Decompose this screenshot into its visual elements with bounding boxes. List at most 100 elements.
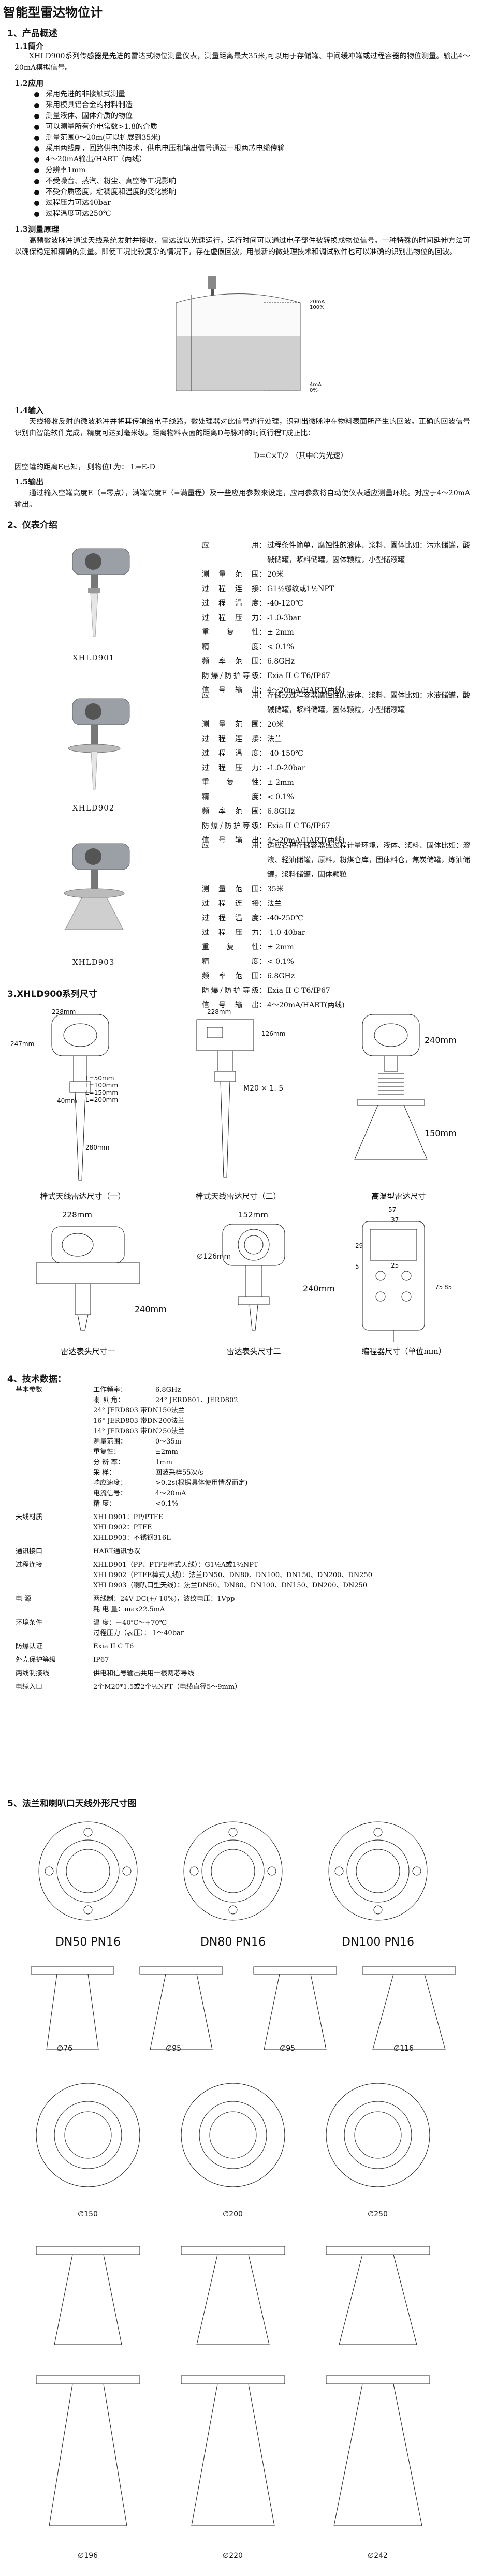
tech-line-key: 电流信号： (93, 1490, 127, 1497)
tech-line-key: 采 样： (93, 1469, 116, 1477)
spec-key: 测量范围 (202, 570, 259, 579)
spec-colon: ： (259, 972, 266, 980)
spec-row: 精 度：< 0.1% (202, 790, 471, 804)
spec-key: 过程温度 (202, 599, 259, 608)
spec-key: 重 复 性 (202, 628, 259, 637)
spec-value: 4～20mA/HART(两线) (267, 1001, 345, 1009)
spec-row: 过程温度：-40-120℃ (202, 596, 471, 611)
tech-line-value: 16° JERD803 带DN200法兰 (93, 1417, 185, 1425)
tech-line-value: HART通讯协议 (93, 1548, 140, 1555)
tech-group-label: 通讯接口 (16, 1548, 43, 1555)
tank-bottom-label: 4mA 0% (310, 382, 322, 393)
xhld901-caption: XHLD901 (72, 653, 115, 663)
tech-group: 两线制接线供电和信号输出共用一根两芯导线 (16, 1669, 471, 1679)
tank-diagram (176, 276, 301, 391)
tech-line-value: 温 度：－40℃～+70℃ (93, 1619, 167, 1627)
spec-colon: ： (259, 885, 266, 893)
spec-colon: ： (259, 807, 266, 816)
xhld902-image (68, 698, 130, 790)
d3-height-2: 150mm (425, 1128, 457, 1138)
spec-key: 防爆/防护等级 (202, 822, 259, 830)
d2-width: 228mm (207, 1008, 231, 1015)
tech-line: 分 辨 率：1mm (93, 1458, 471, 1468)
spec-value: ± 2mm (267, 943, 294, 951)
intro-paragraph: XHLD900系列传感器是先进的雷达式物位测量仪表，测量距离最大35米,可以用于… (14, 52, 470, 72)
spec-value: 6.8GHz (267, 807, 295, 816)
spec-colon: ： (259, 958, 266, 966)
spec-key: 测量范围 (202, 720, 259, 729)
spec-row: 防爆/防护等级：Exia II C T6/IP67 (202, 669, 471, 683)
tech-line-value: XHLD903：不锈钢316L (93, 1534, 171, 1542)
spec-key: 过程压力 (202, 764, 259, 772)
xhld903-image (64, 843, 130, 930)
flange-phi-250: ∅250 (368, 2210, 388, 2218)
tech-line-key: 响应速度： (93, 1479, 127, 1487)
input-paragraph: 天线接收反射的微波脉冲并将其传输给电子线路，微处理器对此信号进行处理，识别出微脉… (14, 418, 470, 437)
spec-key: 过程连接 (202, 585, 259, 593)
spec-row: 过程压力：-1.0-20bar (202, 761, 471, 775)
tech-line: 两线制：24V DC(+/-10%)，波纹电压：1Vpp (93, 1594, 471, 1605)
spec-row: 过程压力：-1.0-40bar (202, 925, 471, 940)
tech-line: 供电和信号输出共用一根两芯导线 (93, 1669, 471, 1679)
principle-paragraph: 高频微波脉冲通过天线系统发射并接收，雷达波以光速运行，运行时间可以通过电子部件被… (14, 237, 470, 256)
spec-row: 频率范围：6.8GHz (202, 654, 471, 669)
tech-line: 耗 电 量：max22.5mA (93, 1605, 471, 1615)
spec-key: 精 度 (202, 958, 259, 966)
programmer-drawing (362, 1221, 425, 1342)
spec-key: 测量范围 (202, 885, 259, 893)
tech-line: IP67 (93, 1655, 471, 1666)
xhld902-specs: 应 用：存储或过程容器腐蚀性的液体、浆料、固体比如：水液储罐，酸碱储罐，浆料储罐… (202, 688, 471, 848)
tech-line-value: 供电和信号输出共用一根两芯导线 (93, 1670, 195, 1677)
spec-row: 过程连接：G1½螺纹或1½NPT (202, 582, 471, 596)
xhld901-image (72, 548, 130, 637)
spec-colon: ： (259, 541, 266, 550)
tech-group-label: 外壳保护等级 (16, 1656, 56, 1664)
tech-line-value: 0～35m (155, 1438, 182, 1446)
tech-line-value: Exia II C T6 (93, 1643, 134, 1651)
tech-line: 响应速度：>0.2s(根据具体使用情况而定) (93, 1478, 471, 1489)
spec-value: 存储或过程容器腐蚀性的液体、浆料、固体比如：水液储罐，酸碱储罐，浆料储罐，固体颗… (267, 691, 470, 714)
spec-row: 防爆/防护等级：Exia II C T6/IP67 (202, 983, 471, 998)
spec-key: 过程连接 (202, 900, 259, 908)
section-5-heading: 5、法兰和喇叭口天线外形尺寸图 (7, 1799, 137, 1809)
spec-value: 过程条件简单，腐蚀性的液体、浆料、固体比如：污水储罐，酸碱储罐，浆料储罐，固体颗… (267, 541, 470, 564)
flange-row-1 (38, 1821, 428, 1921)
tech-line: XHLD903（喇叭口型天线）：法兰DN50、DN80、DN100、DN150、… (93, 1581, 471, 1591)
tech-line: 24° JERD803 带DN150法兰 (93, 1406, 471, 1416)
tech-line: Exia II C T6 (93, 1642, 471, 1652)
tech-line-value: 回波采样55次/s (155, 1469, 203, 1477)
horn-phi-1: ∅76 (57, 2044, 73, 2053)
spec-key: 过程压力 (202, 929, 259, 937)
spec-colon: ： (259, 599, 266, 608)
xhld901-specs: 应 用：过程条件简单，腐蚀性的液体、浆料、固体比如：污水储罐，酸碱储罐，浆料储罐… (202, 538, 471, 698)
feature-item: 分辨率1mm (34, 165, 285, 176)
tech-group-label: 电缆入口 (16, 1683, 43, 1691)
spec-key: 防爆/防护等级 (202, 672, 259, 680)
section-4-heading: 4、技术数据： (7, 1374, 66, 1385)
spec-value: -1.0-20bar (267, 764, 305, 772)
spec-colon: ： (259, 720, 266, 729)
high-temp-drawing (354, 1014, 428, 1160)
spec-row: 频率范围：6.8GHz (202, 804, 471, 819)
tech-line-value: ±2mm (155, 1448, 178, 1456)
spec-value: < 0.1% (267, 643, 294, 651)
spec-value: 35米 (267, 885, 284, 893)
spec-key: 频率范围 (202, 807, 259, 816)
d4-caption: 雷达表头尺寸一 (61, 1347, 115, 1356)
d6-w1: 57 (388, 1206, 397, 1213)
spec-row: 精 度：< 0.1% (202, 640, 471, 654)
spec-colon: ： (259, 900, 266, 908)
horn-bottom-220: ∅220 (223, 2552, 243, 2560)
flange-phi-150: ∅150 (78, 2210, 98, 2218)
section-1-3-heading: 1.3测量原理 (14, 225, 60, 234)
tech-line-value: XHLD902（PTFE棒式天线）：法兰DN50、DN80、DN100、DN15… (93, 1571, 373, 1579)
tank-top-label: 20mA 100% (310, 299, 325, 311)
tech-line-value: <0.1% (155, 1500, 178, 1508)
d1-diameter: 40mm (57, 1097, 77, 1105)
spec-colon: ： (259, 691, 266, 700)
d4-width: 228mm (62, 1210, 92, 1219)
xhld903-caption: XHLD903 (72, 958, 115, 967)
spec-colon: ： (259, 778, 266, 787)
spec-colon: ： (259, 628, 266, 637)
